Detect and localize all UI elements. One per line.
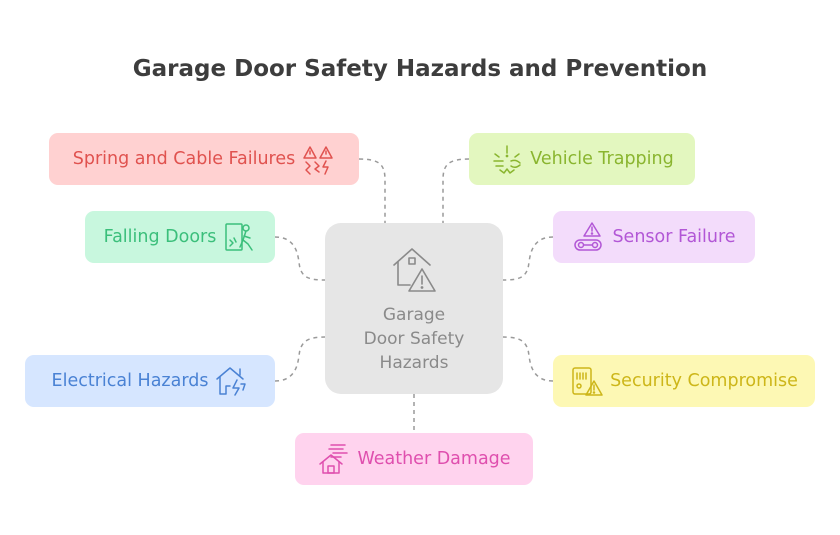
node-label: Electrical Hazards <box>51 371 209 391</box>
center-topic: Garage Door Safety Hazards <box>325 223 503 394</box>
connector-falling <box>274 236 326 281</box>
node-weather-damage: Weather Damage <box>295 433 533 485</box>
sensor-warning-icon <box>574 222 603 251</box>
falling-door-icon <box>225 223 254 251</box>
node-label: Spring and Cable Failures <box>72 149 296 169</box>
node-vehicle-trapping: Vehicle Trapping <box>469 133 695 185</box>
node-label: Vehicle Trapping <box>530 149 674 169</box>
node-label: Security Compromise <box>610 371 798 391</box>
diagram-title: Garage Door Safety Hazards and Preventio… <box>132 56 708 82</box>
node-spring-and-cable-failures: Spring and Cable Failures <box>49 133 359 185</box>
node-sensor-failure: Sensor Failure <box>553 211 755 263</box>
connector-spring <box>358 158 386 223</box>
connector-electrical <box>274 336 326 382</box>
node-security-compromise: Security Compromise <box>553 355 815 407</box>
house-warning-icon <box>393 248 436 292</box>
vehicle-trap-icon <box>493 145 522 174</box>
connector-vehicle <box>442 158 470 223</box>
storm-house-icon <box>319 444 349 474</box>
connector-security <box>502 336 554 382</box>
node-falling-doors: Falling Doors <box>85 211 275 263</box>
electric-house-icon <box>216 367 247 396</box>
security-warning-icon <box>572 367 603 396</box>
center-label: Garage Door Safety Hazards <box>363 305 465 373</box>
node-label: Sensor Failure <box>612 227 736 247</box>
connector-sensor <box>502 236 554 281</box>
node-electrical-hazards: Electrical Hazards <box>25 355 275 407</box>
node-label: Falling Doors <box>103 227 217 247</box>
broken-spring-warning-icon <box>303 146 333 175</box>
node-label: Weather Damage <box>357 449 511 469</box>
